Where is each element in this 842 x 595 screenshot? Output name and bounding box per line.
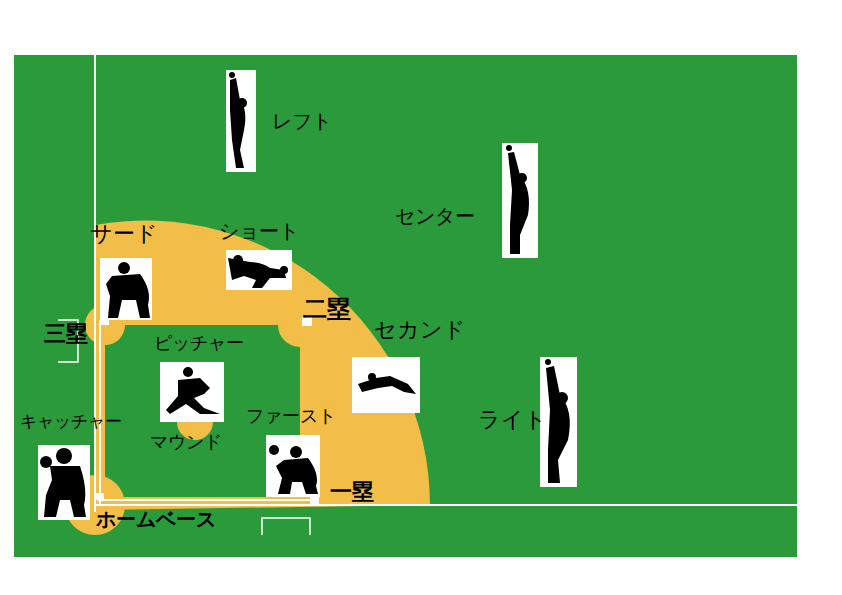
position-label: キャッチャー	[20, 412, 122, 431]
position-label: ショート	[219, 220, 299, 242]
position-label: ピッチャー	[154, 333, 244, 353]
position-label: 二塁	[303, 296, 351, 322]
position-label: センター	[395, 205, 475, 227]
position-label: ホームベース	[96, 508, 216, 530]
position-label: レフト	[272, 110, 332, 132]
position-label: ライト	[478, 408, 547, 432]
position-label: 一塁	[330, 480, 374, 504]
position-label: ファースト	[246, 406, 336, 426]
position-label: セカンド	[374, 318, 466, 342]
position-label: 三塁	[44, 322, 88, 346]
position-label: サード	[90, 222, 158, 246]
position-label: マウンド	[150, 432, 222, 452]
